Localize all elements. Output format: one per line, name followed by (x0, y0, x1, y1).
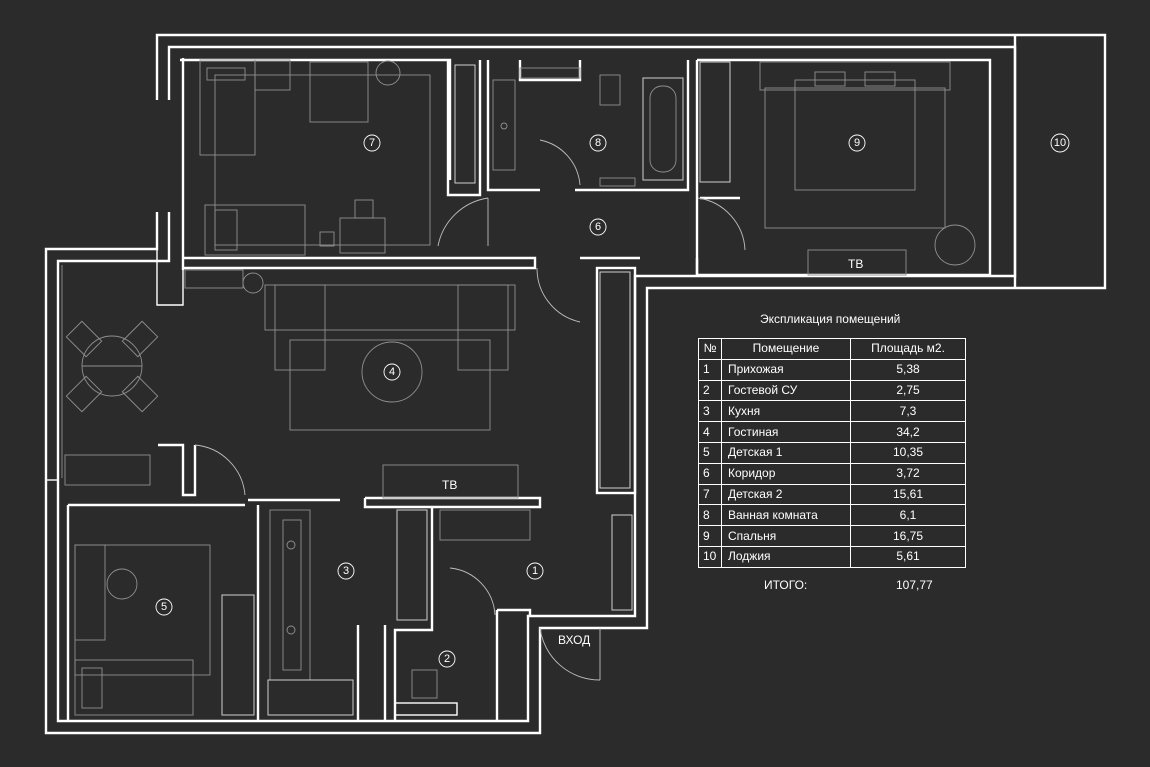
svg-text:10: 10 (1054, 137, 1066, 149)
legend-cell-number: 10 (698, 545, 722, 568)
legend-cell-room: Ванная комната (721, 504, 851, 527)
room-number-7: 7 (363, 134, 381, 152)
furniture-room-3 (267, 271, 633, 716)
legend-cell-room: Лоджия (721, 545, 851, 568)
legend-cell-number: 5 (698, 441, 722, 464)
furniture-room-8 (492, 67, 684, 187)
legend-total-value: 107,77 (896, 578, 933, 592)
doors (194, 139, 746, 681)
legend-cell-number: 1 (698, 358, 722, 381)
tv-label-living: ТВ (442, 478, 457, 492)
outer-walls (44, 33, 1107, 735)
room-number-8: 8 (589, 134, 607, 152)
legend-cell-area: 7,3 (850, 400, 966, 423)
legend-cell-area: 6,1 (850, 504, 966, 527)
legend-cell-number: 6 (698, 462, 722, 485)
svg-text:2: 2 (444, 653, 450, 665)
legend-cell-area: 16,75 (850, 525, 966, 547)
room-number-3: 3 (337, 562, 355, 580)
legend-cell-number: 4 (698, 421, 722, 443)
furniture-room-7 (199, 59, 476, 256)
legend-cell-room: Коридор (721, 462, 851, 485)
legend-cell-room: Гостевой СУ (721, 379, 851, 402)
legend-cell-area: 34,2 (850, 421, 966, 443)
legend-cell-room: Прихожая (721, 358, 851, 381)
room-number-5: 5 (155, 598, 173, 616)
legend-cell-room: Кухня (721, 400, 851, 423)
room-number-2: 2 (438, 650, 456, 668)
tv-label-bedroom: ТВ (848, 257, 863, 271)
room-number-1: 1 (526, 562, 544, 580)
legend-cell-number: 9 (698, 525, 722, 547)
svg-text:8: 8 (595, 137, 601, 149)
svg-text:9: 9 (854, 137, 860, 149)
legend-cell-room: Гостиная (721, 421, 851, 443)
legend-cell-area: 3,72 (850, 462, 966, 485)
legend-total-label: ИТОГО: (764, 578, 808, 592)
room-number-6: 6 (589, 218, 607, 236)
legend-cell-area: 15,61 (850, 483, 966, 506)
legend-cell-number: 3 (698, 400, 722, 423)
svg-text:1: 1 (532, 565, 538, 577)
room-number-9: 9 (848, 134, 866, 152)
legend-cell-room: Детская 2 (721, 483, 851, 506)
legend-cell-number: 8 (698, 504, 722, 527)
svg-text:7: 7 (369, 137, 375, 149)
room-number-10: 10 (1050, 133, 1070, 153)
legend-cell-room: Спальня (721, 525, 851, 547)
legend-title: Экспликация помещений (760, 312, 901, 326)
furniture-room-9 (699, 61, 976, 276)
legend-cell-area: 5,61 (850, 545, 966, 568)
legend-header-room: Помещение (721, 338, 851, 360)
entrance-label: ВХОД (558, 633, 590, 647)
legend-header-area: Площадь м2. (850, 338, 966, 360)
legend-cell-area: 10,35 (850, 441, 966, 464)
svg-text:5: 5 (161, 601, 167, 613)
svg-text:4: 4 (389, 366, 395, 378)
furniture-room-5 (74, 544, 255, 716)
legend-cell-area: 5,38 (850, 358, 966, 381)
legend-cell-number: 2 (698, 379, 722, 402)
svg-text:3: 3 (343, 565, 349, 577)
legend-header-number: № (698, 338, 722, 360)
furniture-room-4 (61, 265, 516, 486)
legend-cell-room: Детская 1 (721, 441, 851, 464)
legend-cell-number: 7 (698, 483, 722, 506)
room-number-4: 4 (383, 363, 401, 381)
svg-text:6: 6 (595, 221, 601, 233)
legend-header-row: № Помещение Площадь м2. (698, 338, 966, 360)
legend-cell-area: 2,75 (850, 379, 966, 402)
